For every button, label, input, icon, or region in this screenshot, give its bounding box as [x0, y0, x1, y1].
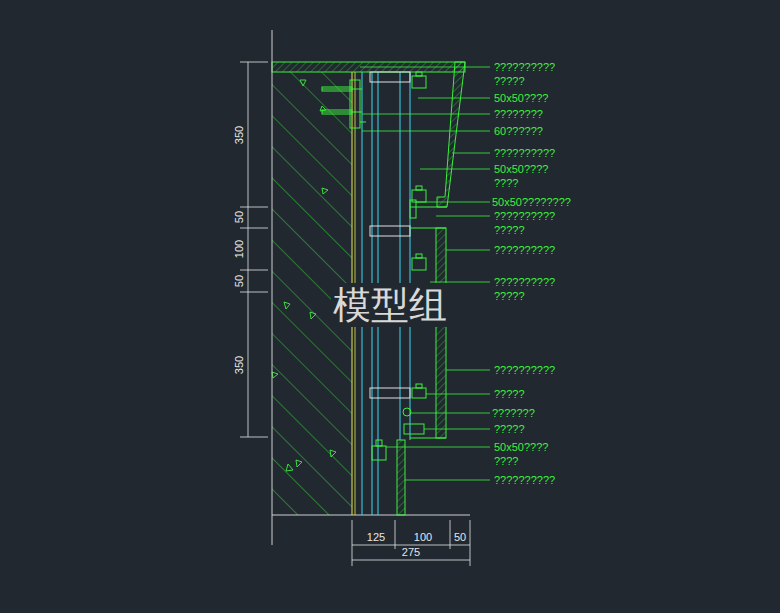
callout-label: 50x50???? ???? [494, 440, 572, 468]
watermark: 模型组 [331, 283, 449, 327]
dimension-chain [352, 520, 470, 566]
callout-label: ?????????? [494, 243, 555, 257]
anchor-bolts [322, 80, 366, 128]
callout-label: ?????????? [494, 146, 555, 160]
dimension-text: 50 [233, 211, 245, 223]
callout-label: 50x50???????? [492, 195, 571, 209]
dimension-text: 50 [233, 275, 245, 287]
panel-edge [410, 228, 446, 229]
dimension-text: 50 [454, 531, 466, 543]
callout-label: 50x50???? [494, 91, 548, 105]
dimension-text: 125 [367, 531, 385, 543]
dimension-text: 275 [402, 546, 420, 558]
callout-label: ????? [494, 422, 525, 436]
callout-label: ???????? [494, 107, 543, 121]
sloped-cladding [437, 62, 465, 207]
callout-label: ?????????? ????? [494, 60, 572, 88]
steel-tube [370, 72, 410, 398]
base-cladding [397, 440, 405, 515]
dimension-text: 100 [233, 240, 245, 258]
callout-label: ?????????? [494, 363, 555, 377]
callout-label: ??????? [492, 406, 535, 420]
callout-label: ????? [494, 387, 525, 401]
base-line [272, 515, 470, 516]
leader-lines [360, 67, 490, 480]
callout-label: ?????????? [494, 473, 555, 487]
callout-label: 50x50???? ???? [494, 162, 572, 190]
dimension-text: 350 [233, 356, 245, 374]
callout-label: ?????????? ????? [494, 209, 572, 237]
panel-edge [410, 438, 446, 439]
dimension-text: 350 [233, 126, 245, 144]
dimension-text: 100 [414, 531, 432, 543]
callout-label: 60?????? [494, 124, 543, 138]
aggregate-marks [272, 80, 336, 471]
callout-label: ?????????? ????? [494, 275, 572, 303]
wall-line [272, 30, 273, 545]
lower-panel [436, 228, 446, 438]
angle-brackets [372, 72, 426, 460]
